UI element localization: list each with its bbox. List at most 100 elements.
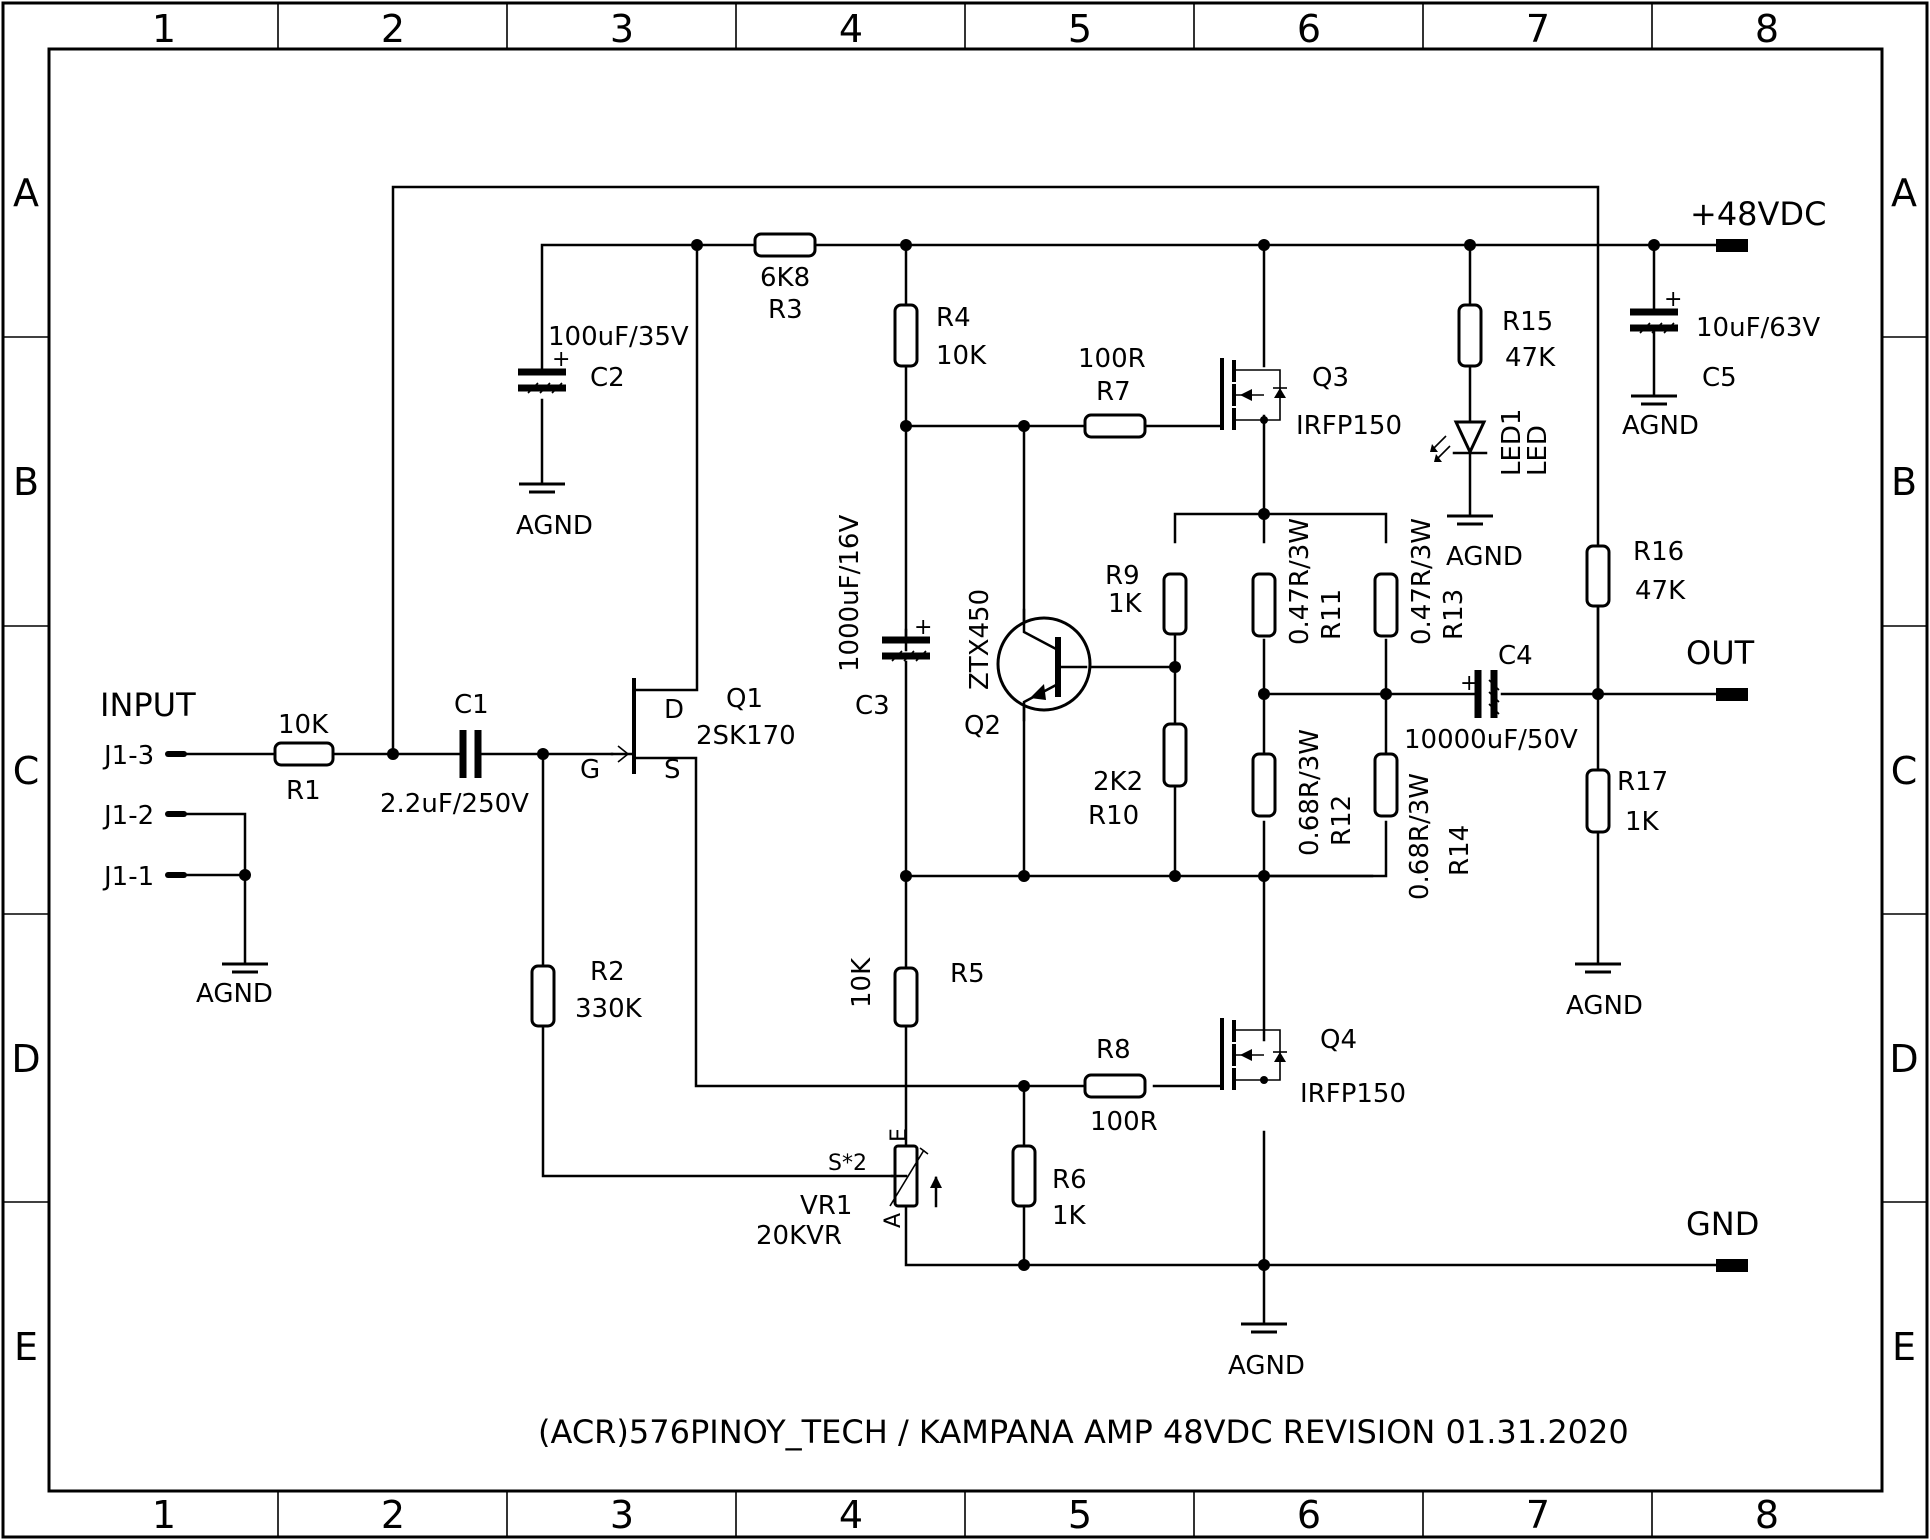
svg-text:330K: 330K <box>575 994 643 1024</box>
ground-icon-main <box>1241 1322 1287 1334</box>
j1-2-label: J1-2 <box>102 801 154 831</box>
svg-text:R5: R5 <box>950 959 985 989</box>
svg-text:R10: R10 <box>1088 801 1139 831</box>
svg-text:R14: R14 <box>1445 825 1475 876</box>
agnd-label-c2: AGND <box>516 511 593 541</box>
ground-symbols: AGND AGND AGND AGND AGND AGND <box>196 394 1699 1381</box>
svg-text:100R: 100R <box>1078 344 1146 374</box>
title-block-text: (ACR)576PINOY_TECH / KAMPANA AMP 48VDC R… <box>538 1413 1629 1451</box>
svg-text:Q3: Q3 <box>1312 363 1349 393</box>
resistor-r2: R2 330K <box>530 957 643 1028</box>
svg-text:1K: 1K <box>1625 807 1660 837</box>
q1-gate-arrow-icon <box>617 745 630 763</box>
col-label-2-bottom: 2 <box>381 1493 405 1537</box>
svg-text:R11: R11 <box>1317 589 1347 640</box>
col-label-4-bottom: 4 <box>839 1493 863 1537</box>
junctions <box>239 239 1660 1271</box>
resistor-r14: 0.68R/3W R14 <box>1373 752 1475 900</box>
resistor-r9: R9 1K <box>1105 561 1188 636</box>
svg-text:1000uF/16V: 1000uF/16V <box>835 515 865 672</box>
col-label-6-bottom: 6 <box>1297 1493 1321 1537</box>
svg-text:LED1: LED1 <box>1497 409 1527 476</box>
resistor-r11: 0.47R/3W R11 <box>1251 518 1347 645</box>
svg-text:2.2uF/250V: 2.2uF/250V <box>380 789 529 819</box>
svg-text:1K: 1K <box>1052 1201 1087 1231</box>
wires <box>177 185 1722 1324</box>
resistor-r10: 2K2 R10 <box>1088 722 1188 831</box>
svg-text:10K: 10K <box>278 710 329 740</box>
svg-text:R6: R6 <box>1052 1165 1087 1195</box>
svg-text:R15: R15 <box>1502 307 1553 337</box>
svg-text:47K: 47K <box>1635 576 1686 606</box>
connector-j1: J1-3 J1-2 J1-1 INPUT <box>100 686 196 892</box>
col-label-3-bottom: 3 <box>610 1493 634 1537</box>
svg-text:6K8: 6K8 <box>760 263 810 293</box>
resistor-r12: 0.68R/3W R12 <box>1251 729 1357 856</box>
led-led1: LED1 LED <box>1430 409 1553 476</box>
gnd-port: GND <box>1686 1205 1759 1272</box>
agnd-label-j1: AGND <box>196 979 273 1009</box>
ground-icon-c5 <box>1631 394 1677 406</box>
gnd-port-label: GND <box>1686 1205 1759 1243</box>
svg-text:G: G <box>580 755 600 785</box>
resistor-r4: R4 10K <box>893 303 987 371</box>
ground-icon-j1 <box>222 962 268 974</box>
transistor-q4-mosfet: Q4 IRFP150 <box>1220 1018 1406 1109</box>
col-label-1-bottom: 1 <box>152 1493 176 1537</box>
agnd-label-led: AGND <box>1446 542 1523 572</box>
col-label-7-bottom: 7 <box>1526 1493 1550 1537</box>
trimmer-vr1: E A S*2 VR1 20KVR <box>756 1128 942 1251</box>
col-label-7-top: 7 <box>1526 7 1550 51</box>
col-label-4-top: 4 <box>839 7 863 51</box>
svg-text:20KVR: 20KVR <box>756 1221 842 1251</box>
led-emission-arrow-icon-2 <box>1434 454 1442 462</box>
c5-plus-icon: + <box>1664 287 1682 312</box>
svg-text:0.47R/3W: 0.47R/3W <box>1407 518 1437 645</box>
row-label-b-right: B <box>1891 460 1917 504</box>
resistor-r1: 10K R1 <box>273 710 335 806</box>
svg-text:R4: R4 <box>936 303 971 333</box>
svg-text:C2: C2 <box>590 363 625 393</box>
svg-text:LED: LED <box>1523 425 1553 476</box>
capacitor-c5: + 10uF/63V C5 <box>1630 287 1820 393</box>
row-label-e-right: E <box>1892 1325 1916 1369</box>
row-label-a-right: A <box>1891 171 1917 215</box>
svg-text:E: E <box>887 1128 912 1142</box>
svg-text:R12: R12 <box>1327 795 1357 846</box>
svg-text:R13: R13 <box>1439 589 1469 640</box>
supply-port-label: +48VDC <box>1690 195 1826 233</box>
svg-text:Q1: Q1 <box>726 684 763 714</box>
j1-3-label: J1-3 <box>102 741 154 771</box>
j1-1-label: J1-1 <box>102 862 154 892</box>
capacitor-c2: + 100uF/35V C2 <box>518 322 689 394</box>
col-label-3-top: 3 <box>610 7 634 51</box>
row-label-d-left: D <box>11 1037 40 1081</box>
svg-text:R9: R9 <box>1105 561 1140 591</box>
input-port-label: INPUT <box>100 686 196 724</box>
row-label-c-right: C <box>1891 749 1918 793</box>
svg-text:10K: 10K <box>847 957 877 1008</box>
svg-text:1K: 1K <box>1108 589 1143 619</box>
supply-port: +48VDC <box>1690 195 1826 252</box>
col-label-5-top: 5 <box>1068 7 1092 51</box>
svg-text:IRFP150: IRFP150 <box>1300 1079 1406 1109</box>
row-label-a-left: A <box>13 171 39 215</box>
row-label-e-left: E <box>14 1325 38 1369</box>
svg-text:S: S <box>664 755 681 785</box>
q4-channel-arrow-icon <box>1240 1049 1252 1061</box>
svg-text:10K: 10K <box>936 341 987 371</box>
col-label-1-top: 1 <box>152 7 176 51</box>
svg-text:47K: 47K <box>1505 343 1556 373</box>
supply-port-marker <box>1716 239 1748 252</box>
svg-text:Q4: Q4 <box>1320 1025 1357 1055</box>
transistor-q2-npn: ZTX450 Q2 <box>964 589 1092 741</box>
col-label-5-bottom: 5 <box>1068 1493 1092 1537</box>
svg-text:10uF/63V: 10uF/63V <box>1696 313 1820 343</box>
row-label-d-right: D <box>1889 1037 1918 1081</box>
svg-text:IRFP150: IRFP150 <box>1296 411 1402 441</box>
svg-text:2K2: 2K2 <box>1093 767 1143 797</box>
svg-text:100uF/35V: 100uF/35V <box>548 322 689 352</box>
output-port-marker <box>1716 688 1748 701</box>
